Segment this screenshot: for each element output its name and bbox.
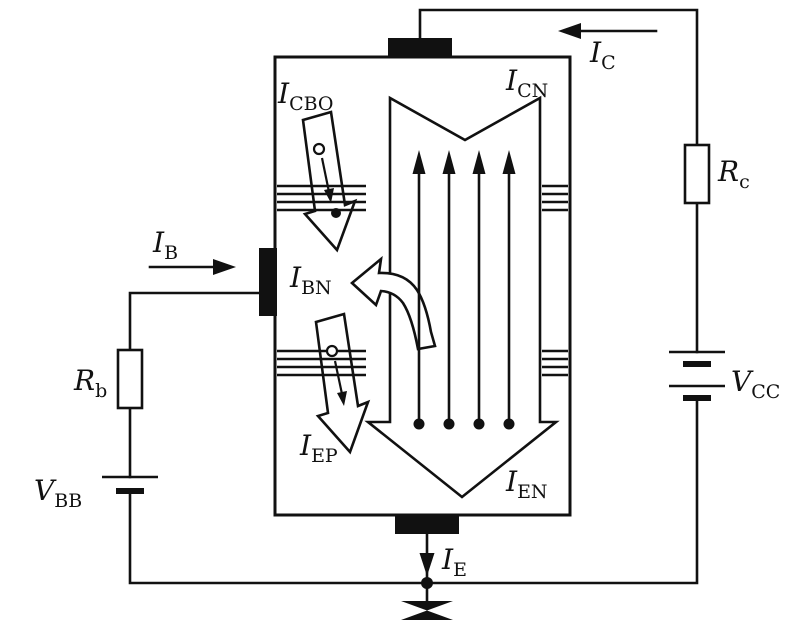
electron-dot-icon xyxy=(503,418,515,430)
iep-carriers xyxy=(325,344,347,406)
electron-carrier-icon xyxy=(331,208,341,218)
carrier-arrowhead-icon xyxy=(324,188,334,203)
electron-dot-icon xyxy=(473,418,485,430)
wire-base-left xyxy=(128,291,261,352)
icbo-carriers xyxy=(312,142,341,218)
label-iep: IEP xyxy=(299,429,338,467)
ground-symbol xyxy=(401,601,453,620)
label-ie: IE xyxy=(441,543,467,581)
label-ibn: IBN xyxy=(289,261,332,299)
carrier-arrow-shaft xyxy=(333,360,344,395)
collector-junction-lines xyxy=(277,184,568,212)
wire-vbb-to-node xyxy=(128,489,429,585)
emitter-junction-lines xyxy=(277,349,568,377)
label-vcc: VCC xyxy=(731,365,780,403)
electron-arrowhead-icon xyxy=(412,150,426,174)
ie-arrowhead-icon xyxy=(419,553,435,576)
label-rc: Rc xyxy=(717,155,750,193)
wire-collector-top xyxy=(418,8,699,147)
ib-arrowhead-icon xyxy=(213,259,236,275)
hole-carrier-icon xyxy=(312,142,326,156)
labels: IC Rc VCC ICN ICBO IB IBN Rb VBB IEP IEN… xyxy=(34,36,780,581)
ic-arrowhead-icon xyxy=(558,23,581,39)
electron-arrowhead-icon xyxy=(442,150,456,174)
resistor-rb xyxy=(116,348,144,410)
wires xyxy=(128,8,699,603)
label-icn: ICN xyxy=(505,64,548,102)
label-ib: IB xyxy=(152,226,178,264)
battery-vcc xyxy=(669,350,725,401)
label-ien: IEN xyxy=(505,465,548,503)
wire-vcc-to-node xyxy=(425,396,699,585)
electron-dot-icon xyxy=(413,418,425,430)
battery-vbb xyxy=(102,475,158,494)
resistor-rc xyxy=(683,143,711,205)
collector-contact xyxy=(388,38,452,58)
label-ic: IC xyxy=(589,36,616,74)
carrier-arrowhead-icon xyxy=(337,391,347,406)
current-arrows xyxy=(148,23,658,576)
carrier-arrow-shaft xyxy=(320,157,331,193)
electron-arrowhead-icon xyxy=(502,150,516,174)
label-vbb: VBB xyxy=(34,474,82,512)
electron-dot-icon xyxy=(443,418,455,430)
electron-arrowhead-icon xyxy=(472,150,486,174)
ibn-hollow-arrow xyxy=(350,255,437,351)
electron-arrows xyxy=(412,150,516,430)
label-icbo: ICBO xyxy=(277,77,334,115)
hole-carrier-icon xyxy=(325,344,339,358)
label-rb: Rb xyxy=(73,364,107,402)
emitter-contact xyxy=(395,514,459,534)
base-contact xyxy=(259,248,277,316)
emitter-node-dot xyxy=(421,577,433,589)
